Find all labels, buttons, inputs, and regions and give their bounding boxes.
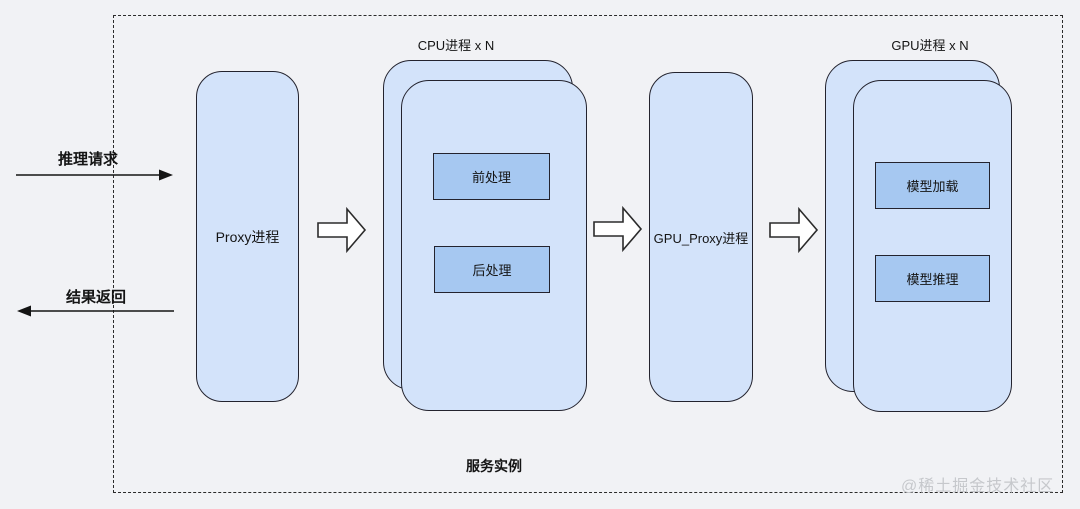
response-arrow-left-icon [17,305,174,317]
cpu-preprocess-box: 前处理 [433,153,550,200]
gpu-model-infer-label: 模型推理 [906,272,959,287]
cpu-postprocess-label: 后处理 [472,263,512,278]
watermark-text: @稀土掘金技术社区 [901,478,1055,495]
cpu-group-title: CPU进程 x N [417,38,495,53]
gpu-proxy-process-node: GPU_Proxy进程 [649,72,753,402]
gpu-model-load-box: 模型加载 [875,162,990,209]
proxy-process-label: Proxy进程 [215,228,280,245]
gpu-proxy-process-label: GPU_Proxy进程 [653,230,749,246]
gpu-model-infer-box: 模型推理 [875,255,990,302]
response-flow-label: 结果返回 [65,289,126,306]
gpu-model-load-label: 模型加载 [906,179,959,194]
cpu-to-gpu-proxy-arrow-icon [593,205,643,253]
cpu-preprocess-label: 前处理 [471,170,511,185]
service-instance-boundary [113,15,1063,493]
cpu-process-node-front [401,80,587,411]
cpu-postprocess-box: 后处理 [434,246,550,293]
service-instance-label: 服务实例 [466,458,522,474]
gpu-process-node-front [853,80,1012,412]
request-flow-label: 推理请求 [57,151,118,168]
gpu-proxy-to-gpu-arrow-icon [769,206,819,254]
gpu-group-title: GPU进程 x N [891,38,969,53]
proxy-process-node: Proxy进程 [196,71,299,402]
request-arrow-right-icon [16,169,173,181]
proxy-to-cpu-arrow-icon [317,206,367,254]
